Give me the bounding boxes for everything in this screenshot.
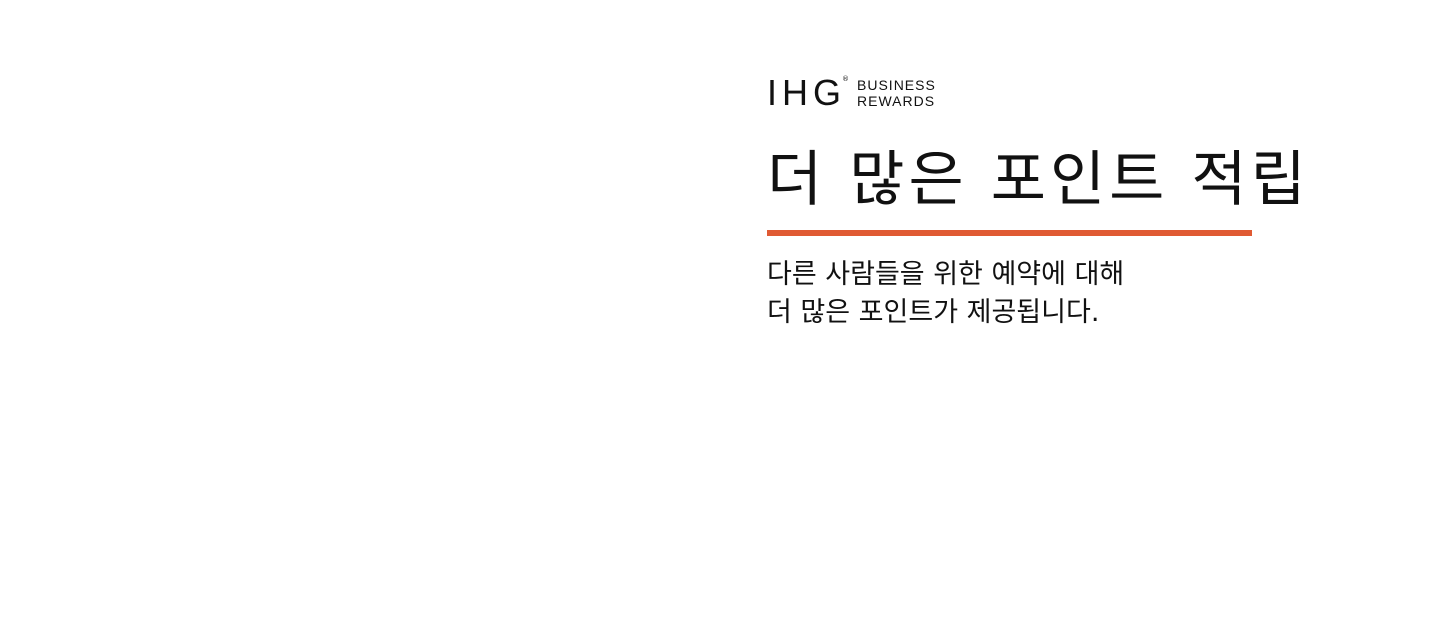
subtext-line-2: 더 많은 포인트가 제공됩니다. xyxy=(767,297,1100,328)
hero-image-area xyxy=(0,0,720,617)
logo-registered-mark: ® xyxy=(842,75,850,83)
ihg-business-rewards-logo: IHG ® BUSINESS REWARDS xyxy=(767,72,1327,114)
headline: 더 많은 포인트 적립 xyxy=(767,145,1310,215)
logo-line-rewards: REWARDS xyxy=(857,93,936,109)
subtext-line-1: 다른 사람들을 위한 예약에 대해 xyxy=(767,259,1125,290)
logo-line-business: BUSINESS xyxy=(857,77,936,93)
accent-divider xyxy=(767,230,1252,236)
hero-content: IHG ® BUSINESS REWARDS 더 많은 포인트 적립 다른 사람… xyxy=(767,72,1327,359)
logo-wordmark: BUSINESS REWARDS xyxy=(857,77,936,109)
logo-mark: IHG xyxy=(767,72,847,113)
subtext: 다른 사람들을 위한 예약에 대해 더 많은 포인트가 제공됩니다. xyxy=(767,256,1207,332)
